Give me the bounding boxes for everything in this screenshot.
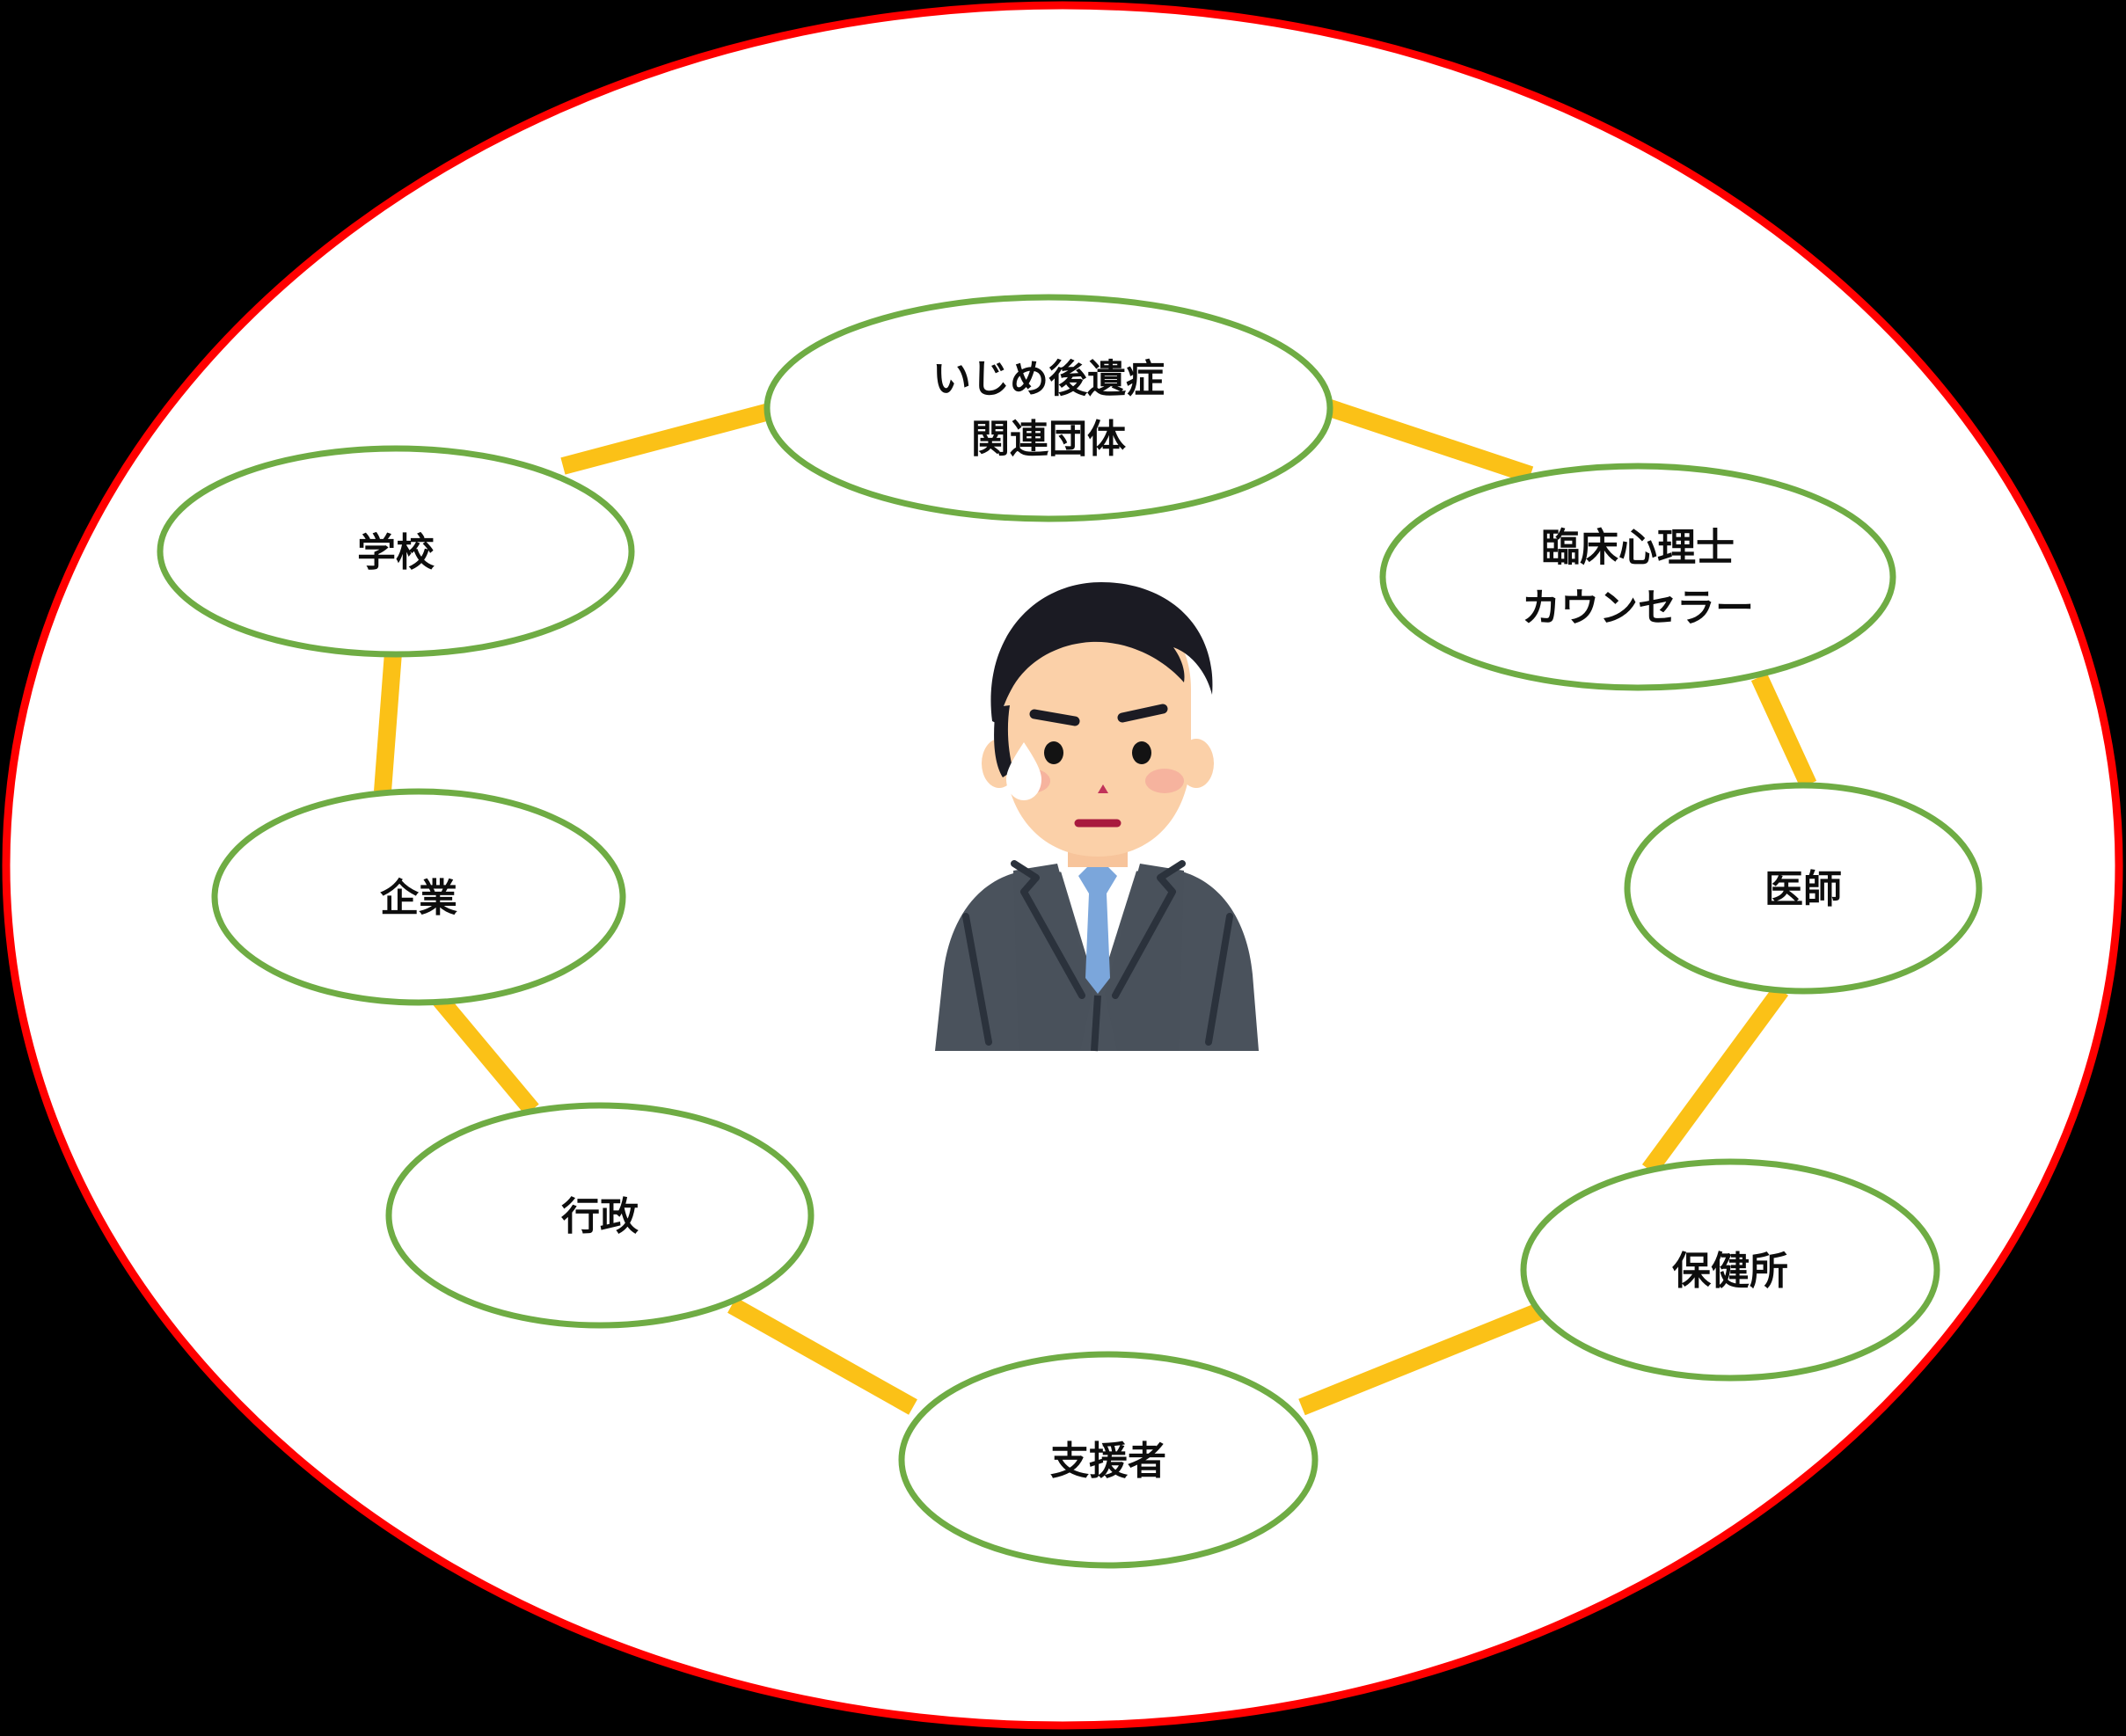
connector-rinshou-shinrishi-counselor-to-ishi — [1750, 673, 1817, 789]
connectors-layer — [374, 398, 1817, 1416]
worried-businessman-illustration — [935, 582, 1259, 1052]
nose — [1098, 784, 1108, 793]
eyebrow-right — [1117, 704, 1168, 723]
lapel-seam-left — [1011, 860, 1085, 999]
connector-ishi-to-hokenjo — [1641, 985, 1789, 1175]
lapel-seam-right — [1112, 860, 1186, 999]
node-label-ijime-kouishou-kanren-dantai-line-2: 関連団体 — [971, 417, 1126, 462]
node-ellipse-ishi[interactable] — [1624, 782, 1983, 995]
connector-hokenjo-to-shiensha — [1298, 1295, 1562, 1416]
node-ellipse-rinshou-shinrishi-counselor[interactable] — [1379, 463, 1896, 691]
sleeve-seam-right — [1205, 913, 1233, 1046]
node-gyousei[interactable]: 行政 — [385, 1102, 815, 1329]
face — [1005, 598, 1191, 857]
node-ellipse-hokenjo[interactable] — [1520, 1158, 1940, 1382]
hair-sideburn-left — [994, 705, 1013, 777]
node-ellipse-kigyou[interactable] — [211, 788, 626, 1006]
connector-shiensha-to-gyousei — [727, 1297, 917, 1415]
node-ellipse-gakkou[interactable] — [157, 445, 635, 658]
node-ellipse-ijime-kouishou-kanren-dantai[interactable] — [763, 294, 1333, 522]
eye-right — [1132, 741, 1151, 764]
node-label-hokenjo-line-1: 保健所 — [1672, 1249, 1788, 1294]
node-label-shiensha-line-1: 支援者 — [1050, 1439, 1166, 1484]
connector-kigyou-to-gakkou — [374, 652, 402, 792]
node-ellipse-shiensha[interactable] — [898, 1351, 1319, 1569]
node-label-rinshou-shinrishi-counselor-line-1: 臨床心理士 — [1541, 526, 1735, 571]
connector-gakkou-to-ijime-kouishou-kanren-dantai — [560, 401, 778, 475]
node-ellipse-gyousei[interactable] — [385, 1102, 815, 1329]
sweat-drop-icon — [1006, 742, 1041, 800]
connector-ijime-kouishou-kanren-dantai-to-rinshou-shinrishi-counselor — [1321, 398, 1534, 484]
eye-left — [1044, 741, 1063, 764]
eyebrow-left — [1029, 709, 1080, 726]
node-label-rinshou-shinrishi-counselor-line-2: カウンセラー — [1522, 586, 1754, 631]
necktie — [1078, 857, 1117, 994]
connector-gyousei-to-kigyou — [422, 981, 539, 1116]
hair — [990, 582, 1213, 725]
node-kigyou[interactable]: 企業 — [211, 788, 626, 1006]
node-hokenjo[interactable]: 保健所 — [1520, 1158, 1940, 1382]
node-label-ijime-kouishou-kanren-dantai-line-1: いじめ後遺症 — [932, 357, 1165, 402]
node-label-gakkou-line-1: 学校 — [357, 530, 435, 575]
node-label-gyousei-line-1: 行政 — [561, 1194, 639, 1239]
node-ishi[interactable]: 医師 — [1624, 782, 1983, 995]
jacket-center-seam — [1091, 995, 1101, 1052]
node-gakkou[interactable]: 学校 — [157, 445, 635, 658]
node-label-kigyou-line-1: 企業 — [380, 876, 457, 921]
node-label-ishi-line-1: 医師 — [1764, 867, 1842, 912]
sleeve-seam-left — [962, 913, 992, 1046]
node-shiensha[interactable]: 支援者 — [898, 1351, 1319, 1569]
cheek-right — [1145, 769, 1184, 793]
